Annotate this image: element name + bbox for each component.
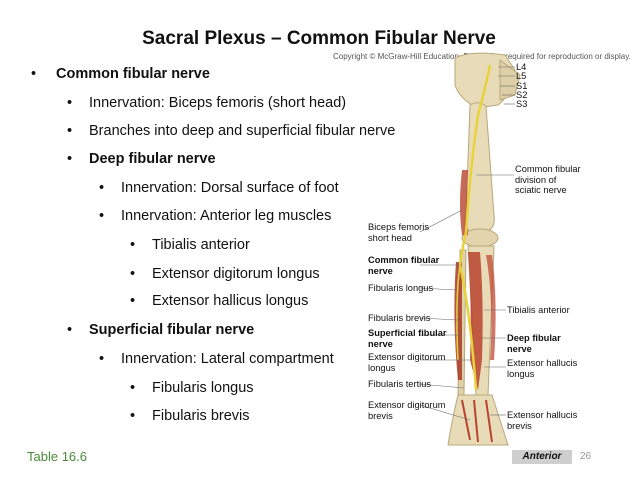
label-fibularis-tertius: Fibularis tertius bbox=[368, 379, 432, 389]
label-s1: S1 bbox=[516, 81, 528, 91]
label-ext-digitorum-brevis: Extensor digitorum brevis bbox=[368, 400, 446, 421]
label-l4: L4 bbox=[516, 62, 527, 72]
bullet-branches: •Branches into deep and superficial fibu… bbox=[67, 123, 396, 139]
label-ext-hallucis-longus: Extensor hallucis longus bbox=[507, 358, 578, 379]
bullet-fibularis-longus: •Fibularis longus bbox=[130, 380, 254, 396]
bullet-tibialis-anterior: •Tibialis anterior bbox=[130, 237, 250, 253]
table-reference: Table 16.6 bbox=[27, 449, 87, 464]
view-label-anterior: Anterior bbox=[512, 450, 572, 464]
label-s3: S3 bbox=[516, 99, 528, 109]
label-biceps-femoris: Biceps femoris short head bbox=[368, 222, 429, 243]
bullet-fibularis-brevis: •Fibularis brevis bbox=[130, 408, 250, 424]
bullet-innervation-lateral: •Innervation: Lateral compartment bbox=[99, 351, 334, 367]
bullet-superficial-fibular: •Superficial fibular nerve bbox=[67, 322, 255, 338]
bullet-common-fibular: •Common fibular nerve bbox=[31, 66, 210, 82]
label-ext-digitorum-longus: Extensor digitorum longus bbox=[368, 352, 446, 373]
bullet-deep-fibular: •Deep fibular nerve bbox=[67, 151, 216, 167]
label-fibularis-brevis: Fibularis brevis bbox=[368, 313, 431, 323]
page-number: 26 bbox=[580, 451, 592, 462]
bullet-innervation-dorsal: •Innervation: Dorsal surface of foot bbox=[99, 180, 339, 196]
bullet-innervation-anterior: •Innervation: Anterior leg muscles bbox=[99, 208, 332, 224]
label-deep-fibular: Deep fibular nerve bbox=[507, 333, 561, 354]
label-tibialis-anterior: Tibialis anterior bbox=[507, 305, 570, 315]
label-fibularis-longus: Fibularis longus bbox=[368, 283, 434, 293]
label-common-fibular: Common fibular nerve bbox=[368, 255, 440, 276]
label-l5: L5 bbox=[516, 71, 527, 81]
slide-title: Sacral Plexus – Common Fibular Nerve bbox=[142, 28, 496, 49]
label-superficial-fibular: Superficial fibular nerve bbox=[368, 328, 447, 349]
bullet-innervation-biceps: •Innervation: Biceps femoris (short head… bbox=[67, 95, 347, 111]
bullet-ext-digitorum: •Extensor digitorum longus bbox=[130, 266, 320, 282]
label-ext-hallucis-brevis: Extensor hallucis brevis bbox=[507, 410, 578, 431]
bullet-ext-hallicus: •Extensor hallicus longus bbox=[130, 293, 309, 309]
label-common-division: Common fibular division of sciatic nerve bbox=[515, 164, 581, 195]
label-s2: S2 bbox=[516, 90, 528, 100]
